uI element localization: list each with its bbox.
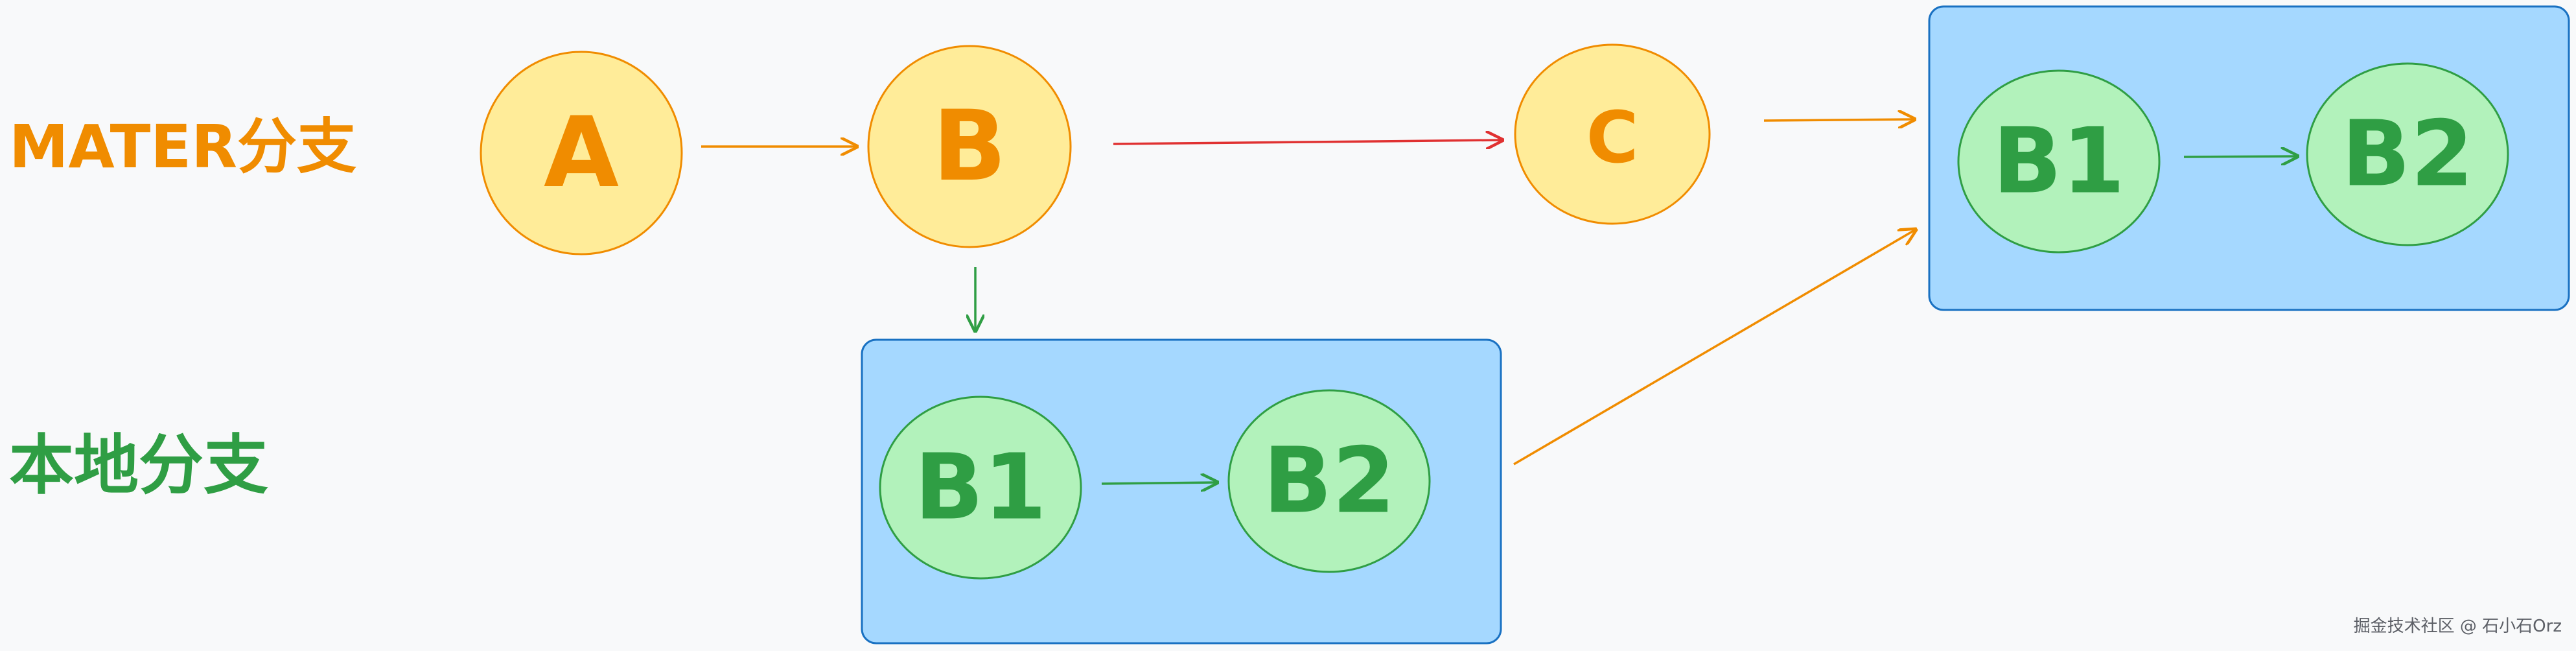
local-branch-label: 本地分支 [9, 427, 268, 503]
arrow-c-to-merged-group [1763, 119, 1914, 121]
master-branch-label: MATER分支 [9, 112, 356, 182]
commit-c-label: C [1586, 96, 1639, 179]
commit-b-label: B [933, 90, 1006, 203]
merged-commit-b1-label: B1 [1993, 109, 2125, 215]
arrow-local-b1-to-b2 [1101, 482, 1217, 484]
commit-a-label: A [544, 97, 619, 209]
merged-commit-b2-node: B2 [2306, 62, 2509, 246]
local-commit-b2-label: B2 [1263, 429, 1395, 534]
merged-commit-b2-label: B2 [2341, 102, 2474, 207]
commit-c-node: C [1514, 43, 1711, 225]
merged-commit-b1-node: B1 [1957, 69, 2161, 254]
arrow-b-to-c [1113, 140, 1502, 144]
commit-b-node: B [867, 45, 1072, 248]
arrow-merged-b1-to-b2 [2183, 156, 2297, 157]
local-commit-b1-node: B1 [879, 396, 1082, 580]
local-commit-b2-node: B2 [1227, 389, 1431, 573]
arrow-local-group-to-merged-group [1513, 230, 1916, 466]
commit-a-node: A [480, 51, 683, 255]
local-commit-b1-label: B1 [914, 435, 1047, 541]
watermark-text: 掘金技术社区 @ 石小石Orz [2353, 617, 2562, 636]
